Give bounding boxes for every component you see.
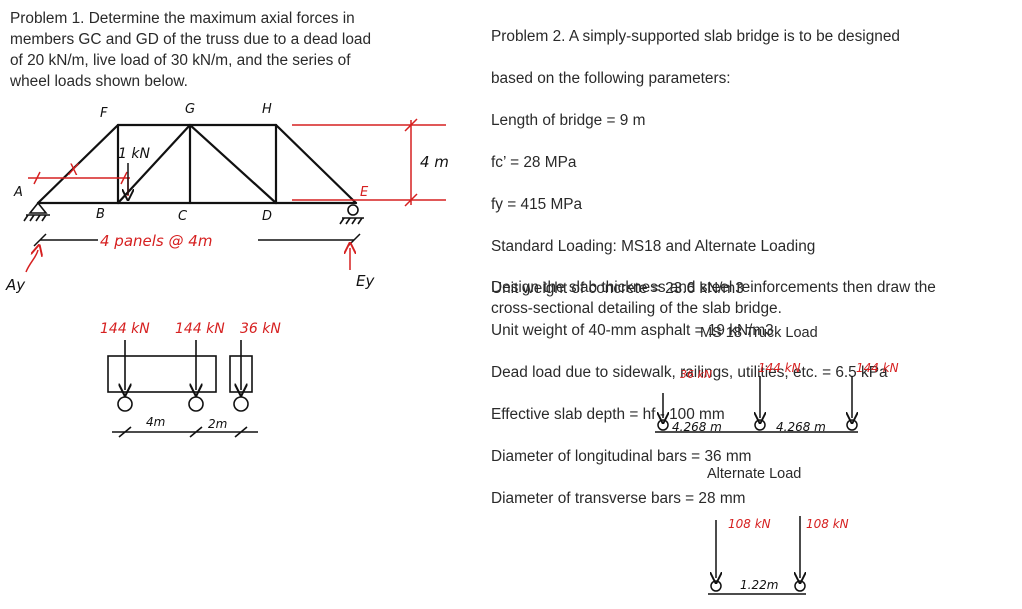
- reaction-ey-label: Ey: [356, 272, 375, 290]
- node-label-d: D: [262, 209, 272, 224]
- p2-line: Standard Loading: MS18 and Alternate Loa…: [491, 238, 816, 255]
- x-label: X: [67, 160, 80, 179]
- ms18-diagram: [655, 376, 858, 433]
- pin-support-icon: [23, 201, 50, 222]
- p2-line: Dead load due to sidewalk, railings, uti…: [491, 364, 888, 381]
- ms18-spacing-1: 4.268 m: [672, 420, 722, 434]
- node-label-c: C: [178, 209, 188, 224]
- wheel-spacing-2: 2m: [208, 417, 227, 431]
- roller-support-icon: [339, 204, 364, 225]
- p2-line: Effective slab depth = hf - 100 mm: [491, 406, 725, 423]
- member-he: [274, 123, 358, 205]
- alternate-diagram: [708, 516, 806, 595]
- p2-line: Unit weight of concrete = 23.6 kN/m3: [491, 280, 744, 297]
- ms18-load-2-label: 144 kN: [758, 361, 801, 375]
- unit-load-label: 1 kN: [118, 146, 150, 162]
- wheel-truck-diagram: [107, 340, 258, 438]
- member-gd: [188, 123, 278, 205]
- ms18-spacing-2: 4.268 m: [776, 420, 826, 434]
- panels-label: 4 panels @ 4m: [100, 232, 212, 250]
- height-label: 4 m: [420, 153, 449, 171]
- alt-load-1-label: 108 kN: [728, 517, 771, 531]
- node-label-h: H: [262, 102, 272, 117]
- ms18-load-3-label: 144 kN: [856, 361, 899, 375]
- node-label-e: E: [360, 185, 369, 200]
- wheel-spacing-1: 4m: [146, 415, 165, 429]
- p2-line: Problem 2. A simply-supported slab bridg…: [491, 28, 900, 45]
- node-label-g: G: [185, 102, 195, 117]
- wheel-load-3-label: 36 kN: [240, 321, 281, 337]
- ms18-caption: MS 18 Truck Load: [700, 325, 818, 341]
- p2-line: based on the following parameters:: [491, 70, 731, 87]
- p2-line: fc’ = 28 MPa: [491, 154, 577, 171]
- reaction-ay: [25, 250, 38, 273]
- problem1-statement: Problem 1. Determine the maximum axial f…: [10, 10, 372, 90]
- height-dimension: [292, 118, 446, 207]
- reaction-ay-label: Ay: [5, 276, 26, 294]
- node-label-b: B: [96, 207, 105, 222]
- member-bg: [116, 123, 192, 205]
- member-af: [36, 123, 120, 205]
- wheel-load-2-label: 144 kN: [175, 321, 225, 337]
- p2-line: fy = 415 MPa: [491, 196, 583, 213]
- node-label-a: A: [13, 185, 23, 200]
- wheel-load-1-label: 144 kN: [100, 321, 150, 337]
- problem2-statement: Problem 2. A simply-supported slab bridg…: [491, 5, 1011, 530]
- x-dimension: [28, 171, 130, 196]
- alt-spacing: 1.22m: [740, 578, 778, 592]
- alternate-caption: Alternate Load: [707, 466, 802, 482]
- p2-line: Diameter of longitudinal bars = 36 mm: [491, 448, 752, 465]
- p2-line: Unit weight of 40-mm asphalt = 19 kN/m3: [491, 322, 774, 339]
- truss-diagram: [36, 123, 358, 205]
- node-label-f: F: [100, 106, 108, 121]
- p2-line: Diameter of transverse bars = 28 mm: [491, 490, 746, 507]
- p2-line: Length of bridge = 9 m: [491, 112, 646, 129]
- alt-load-2-label: 108 kN: [806, 517, 849, 531]
- design-instruction: Design the slab thickness and steel rein…: [491, 279, 936, 317]
- ms18-load-1-label: 36 kN: [680, 368, 712, 381]
